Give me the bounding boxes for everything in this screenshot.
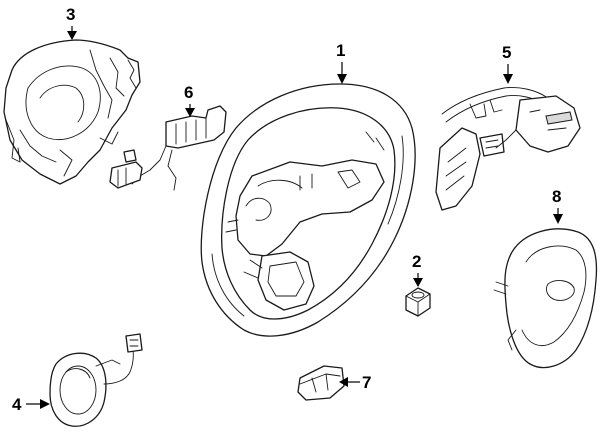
callout-label-1: 1	[336, 41, 345, 60]
part-4-clock-spring[interactable]	[49, 333, 143, 427]
part-5-control-switch[interactable]	[435, 87, 581, 211]
arrow-1	[337, 74, 347, 84]
callout-1: 1	[336, 41, 347, 84]
callout-label-4: 4	[12, 395, 22, 414]
callout-label-8: 8	[552, 187, 561, 206]
arrow-3	[67, 31, 77, 40]
callout-8: 8	[552, 187, 563, 224]
part-1-steering-wheel[interactable]	[200, 83, 416, 337]
callout-5: 5	[502, 43, 513, 84]
callout-label-3: 3	[66, 5, 75, 24]
part-7-lower-cover[interactable]	[297, 365, 345, 401]
arrow-4	[40, 399, 50, 409]
arrow-5	[503, 74, 513, 84]
callout-label-5: 5	[502, 43, 511, 62]
part-2-nut[interactable]	[405, 287, 431, 317]
callout-label-7: 7	[362, 373, 371, 392]
callout-4: 4	[12, 395, 50, 414]
arrow-7	[339, 377, 348, 387]
arrow-2	[413, 278, 423, 287]
callout-label-6: 6	[184, 83, 193, 102]
part-8-airbag-module[interactable]	[493, 228, 598, 369]
callout-3: 3	[66, 5, 77, 40]
callout-2: 2	[412, 252, 423, 287]
part-6-wiring-harness[interactable]	[109, 105, 227, 191]
part-3-column-cover[interactable]	[3, 39, 141, 185]
arrow-6	[185, 108, 195, 117]
callout-label-2: 2	[412, 252, 421, 271]
callout-6: 6	[184, 83, 195, 117]
callout-7: 7	[339, 373, 371, 392]
arrow-8	[553, 214, 563, 224]
